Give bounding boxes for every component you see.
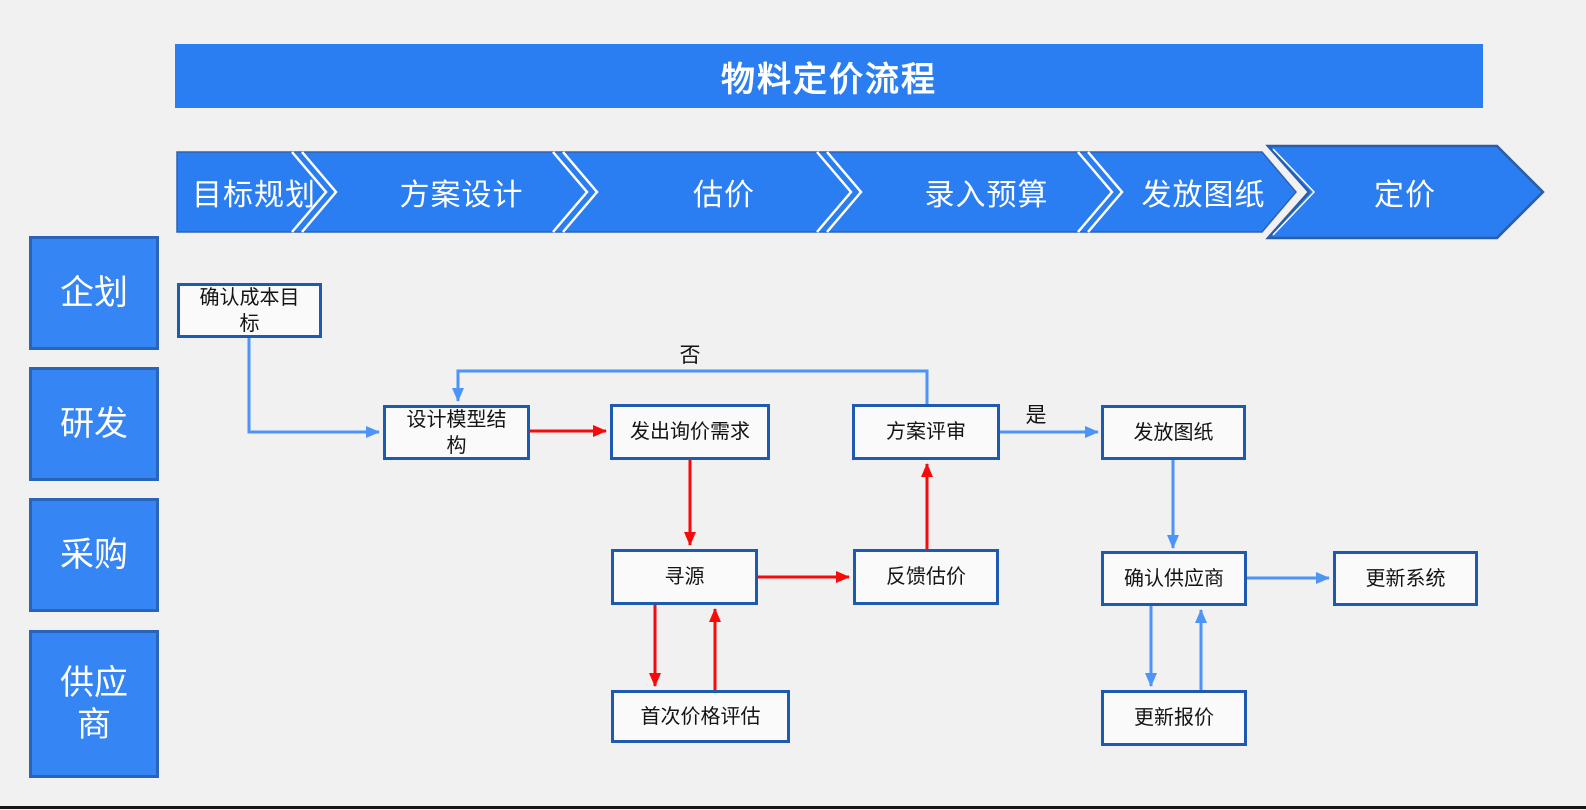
stage-goal-planning: 目标规划 [192,179,316,212]
node-sourcing: 寻源 [611,549,758,605]
stage-estimation: 估价 [693,179,755,212]
node-plan-review: 方案评审 [852,404,1000,460]
node-feedback-estimate: 反馈估价 [853,549,999,605]
process-band [176,151,1297,233]
node-design-model-structure: 设计模型结 构 [383,405,530,460]
node-send-rfq: 发出询价需求 [610,404,770,460]
node-confirm-supplier: 确认供应商 [1101,551,1247,606]
stage-pricing: 定价 [1374,179,1436,212]
lane-supplier: 供应 商 [29,630,159,778]
node-update-system: 更新系统 [1333,551,1478,606]
stage-release-drawings: 发放图纸 [1141,179,1266,212]
edge-label-no: 否 [679,344,701,367]
edge-confirm-cost-to-design [247,338,380,438]
edge-label-yes: 是 [1025,404,1047,427]
node-update-quote: 更新报价 [1101,690,1247,746]
lane-planning: 企划 [29,236,159,350]
lane-rnd: 研发 [29,367,159,481]
stage-arrow-pricing [1265,144,1545,240]
lane-procurement: 采购 [29,498,159,612]
node-confirm-cost-target: 确认成本目 标 [177,283,322,338]
node-release-drawings: 发放图纸 [1101,405,1246,460]
node-first-price-evaluation: 首次价格评估 [611,690,790,743]
pricing-arrow-inner-highlight [1272,148,1316,236]
bottom-border-line [0,806,1586,809]
edge-review-no-feedback-to-design [452,369,929,404]
stage-separators [291,151,1124,233]
stage-plan-design: 方案设计 [399,179,524,212]
stage-budget-entry: 录入预算 [924,179,1049,212]
page-title: 物料定价流程 [175,44,1483,108]
